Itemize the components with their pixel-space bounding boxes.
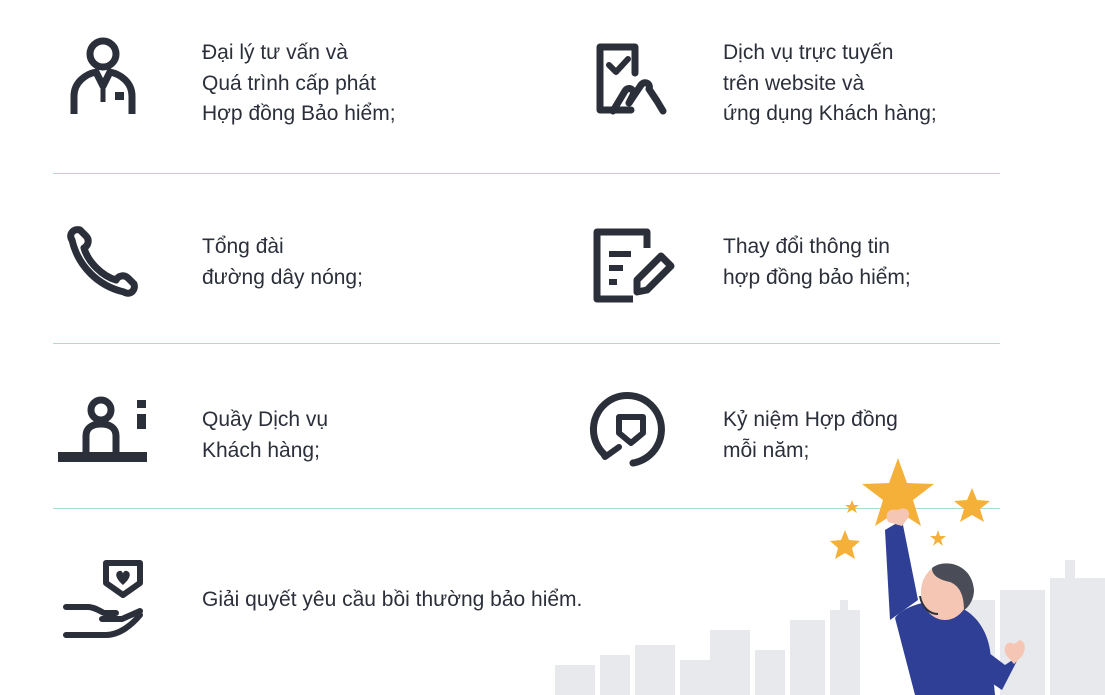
service-counter-icon <box>58 390 148 480</box>
stars <box>830 458 990 559</box>
item-label: Tổng đài đường dây nóng; <box>202 235 363 289</box>
row-divider <box>53 508 1000 509</box>
person-figure <box>885 508 1025 695</box>
item-label: Giải quyết yêu cầu bồi thường bảo hiểm. <box>202 588 583 611</box>
item-label: Dịch vụ trực tuyến trên website và ứng d… <box>723 41 937 125</box>
phone-icon <box>58 220 148 310</box>
item-label: Thay đổi thông tin hợp đồng bảo hiểm; <box>723 235 911 289</box>
anniversary-shield-icon <box>585 383 675 473</box>
item-label: Đại lý tư vấn và Quá trình cấp phát Hợp … <box>202 41 396 125</box>
item-label: Kỷ niệm Hợp đồng mỗi năm; <box>723 408 898 462</box>
online-service-icon <box>585 35 675 125</box>
celebration-illustration <box>540 450 1105 695</box>
claim-hand-icon <box>58 555 148 645</box>
edit-document-icon <box>585 220 675 310</box>
city-skyline <box>555 560 1105 695</box>
row-divider <box>53 173 1000 174</box>
item-label: Quầy Dịch vụ Khách hàng; <box>202 408 329 462</box>
row-divider <box>53 343 1000 344</box>
agent-icon <box>58 30 148 120</box>
